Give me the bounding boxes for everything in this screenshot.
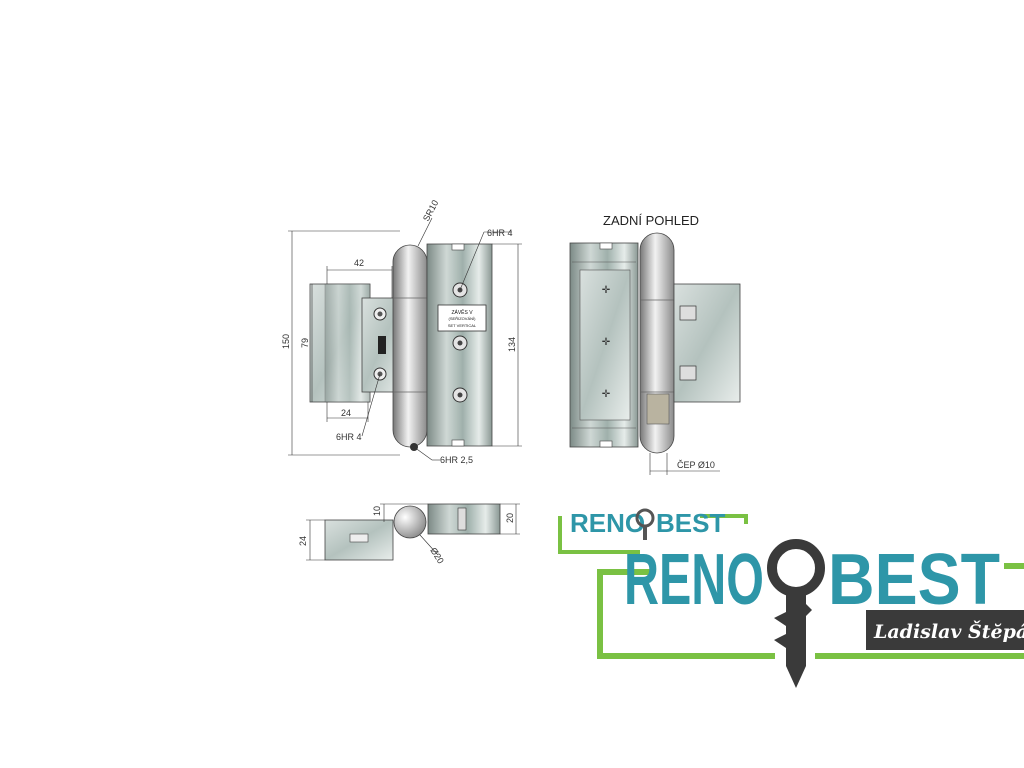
label-line-3: SET VERTICAL <box>448 323 477 328</box>
signature-banner <box>866 610 1024 650</box>
dim-20: 20 <box>505 513 515 523</box>
dim-150: 150 <box>281 334 291 349</box>
big-logo-right: BEST <box>828 540 1000 620</box>
back-small-slot-2 <box>679 365 697 381</box>
back-barrel-spring <box>646 393 670 425</box>
back-leaf-bottom-notch <box>599 440 613 448</box>
label-line-2: (SEŘIZOVÁNÍ) <box>449 316 477 321</box>
side-right-leaf-slot <box>457 507 467 531</box>
back-dimension-lines <box>649 453 720 475</box>
dim-hr4-top: 6HR 4 <box>487 228 513 238</box>
dim-cep10: ČEP Ø10 <box>677 460 715 470</box>
label-line-1: ZÁVĚS V <box>451 308 473 316</box>
dim-sr10: SR10 <box>421 198 440 223</box>
front-view: ZÁVĚS V (SEŘIZOVÁNÍ) SET VERTICAL <box>281 198 522 465</box>
back-leaf-inner <box>579 269 631 421</box>
front-right-hole-2-center <box>457 340 463 346</box>
dim-10: 10 <box>372 506 382 516</box>
dim-42: 42 <box>354 258 364 268</box>
small-logo-frame-right <box>700 514 748 524</box>
signature-text: Ladislav Štĕpán <box>873 620 1024 643</box>
back-view-title: ZADNÍ POHLED <box>603 213 699 228</box>
back-small-leaf <box>673 283 741 403</box>
dim-79: 79 <box>300 338 310 348</box>
key-icon <box>767 539 825 688</box>
dim-hr25: 6HR 2,5 <box>440 455 473 465</box>
dim-24-side: 24 <box>298 536 308 546</box>
small-logo-left: RENO <box>570 508 645 538</box>
side-dimension-lines <box>306 503 520 561</box>
dim-hr4-bottom: 6HR 4 <box>336 432 362 442</box>
dim-24-front: 24 <box>341 408 351 418</box>
back-view: ZADNÍ POHLED ✛ ✛ ✛ ČEP Ø10 <box>569 213 741 475</box>
side-barrel-ball <box>393 505 427 539</box>
front-dimension-lines <box>288 217 522 461</box>
dim-20-dia: Ø20 <box>428 546 445 566</box>
front-label-plate <box>437 304 487 332</box>
front-mount-hole-top-center <box>377 311 383 317</box>
side-view: 24 10 20 Ø20 <box>298 503 520 566</box>
small-logo-right: BEST <box>656 508 725 538</box>
big-logo-left: RENO <box>624 540 764 620</box>
front-right-hole-3-center <box>457 392 463 398</box>
small-key-shaft <box>643 526 647 540</box>
back-hole-2: ✛ <box>602 337 611 348</box>
small-logo-frame <box>558 516 640 554</box>
renobest-logo: RENO BEST RENO BEST Ladislav Štĕpán <box>558 508 1024 688</box>
front-right-leaf-top-notch <box>451 243 465 251</box>
back-hole-3: ✛ <box>602 389 611 400</box>
dim-134: 134 <box>507 337 517 352</box>
back-hole-1: ✛ <box>602 285 611 296</box>
side-left-leaf-step <box>349 533 369 543</box>
front-barrel <box>392 244 428 448</box>
front-logo-mark <box>378 336 386 354</box>
back-small-slot-1 <box>679 305 697 321</box>
back-leaf-top-notch <box>599 242 613 250</box>
front-right-leaf-bottom-notch <box>451 439 465 447</box>
big-logo-frame-left <box>597 569 775 659</box>
